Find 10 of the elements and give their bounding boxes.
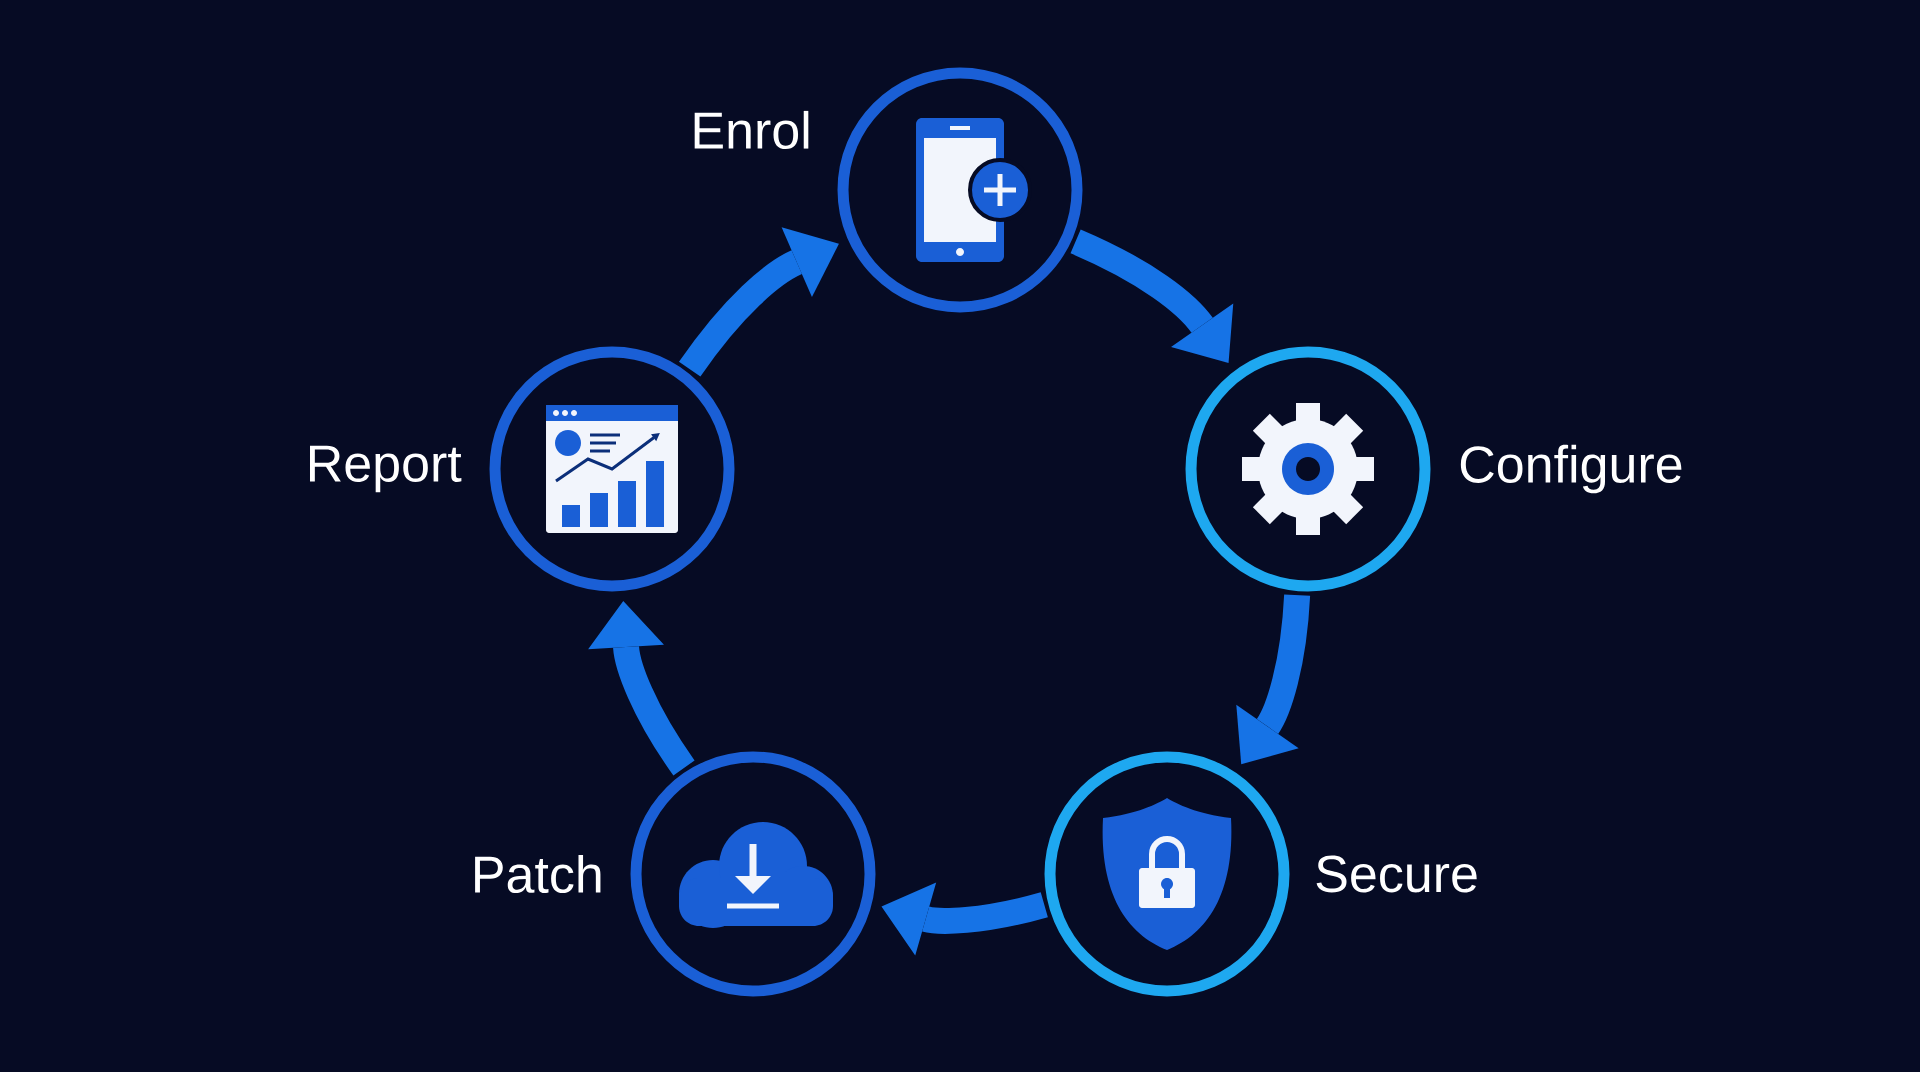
step-label: Configure bbox=[1460, 444, 1682, 494]
step-label: Report bbox=[310, 445, 462, 493]
step-label: Secure bbox=[1316, 855, 1477, 893]
cycle-arrow bbox=[1236, 594, 1311, 765]
cycle-arrow bbox=[679, 227, 839, 377]
step-label: Patch bbox=[475, 854, 601, 894]
cycle-arrow bbox=[881, 882, 1048, 956]
cycle-arrow bbox=[588, 601, 695, 776]
cycle-arrow bbox=[1070, 229, 1234, 363]
step-label: Enrol bbox=[694, 110, 809, 150]
